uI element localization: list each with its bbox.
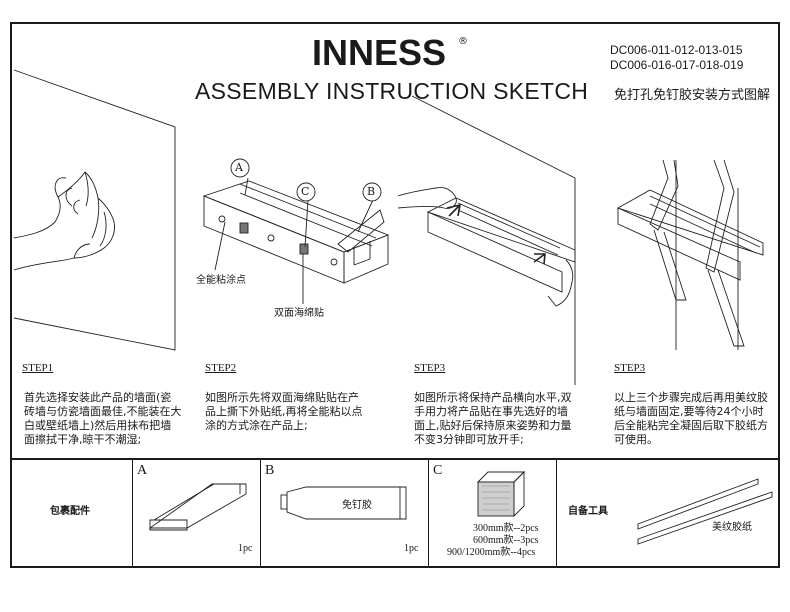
parts-divider-1 <box>132 460 133 566</box>
step2-illustration <box>202 177 390 304</box>
step4-illustration <box>616 159 764 350</box>
part-a-shelf-icon <box>148 483 247 531</box>
tools-label: 自备工具 <box>568 506 608 517</box>
step1-text: 首先选择安装此产品的墙面(瓷砖墙与仿瓷墙面最佳,不能装在大白或壁纸墙上)然后用抹… <box>24 391 182 446</box>
part-c-qty-300: 300mm款--2pcs <box>473 523 539 534</box>
glue-tube-label: 免钉胶 <box>342 500 372 511</box>
tape-item-label: 美纹胶纸 <box>712 522 752 533</box>
callout-c-circle <box>296 182 316 202</box>
callout-c-label: C <box>301 185 310 198</box>
model-codes-line1: DC006-011-012-013-015 <box>610 43 743 57</box>
part-c-letter: C <box>433 463 443 478</box>
step3-label: STEP3 <box>414 362 446 374</box>
step4-text: 以上三个步骤完成后再用美纹胶纸与墙面固定,要等待24个小时后全能粘完全凝固后取下… <box>614 391 768 446</box>
parts-divider-4 <box>556 460 557 566</box>
callout-a-label: A <box>235 161 243 174</box>
part-c-foam-pad-icon <box>476 470 526 518</box>
glue-dots-note: 全能粘涂点 <box>196 275 246 286</box>
part-c-qty-600: 600mm款--3pcs <box>473 535 539 546</box>
step4-label: STEP3 <box>614 362 646 374</box>
step3-text: 如图所示将保持产品横向水平,双手用力将产品贴在事先选好的墙面上,贴好后保持原来姿… <box>414 391 572 446</box>
part-a-qty: 1pc <box>238 543 253 554</box>
brand-logo: INNESS <box>312 32 447 73</box>
step1-label: STEP1 <box>22 362 54 374</box>
parts-divider-2 <box>260 460 261 566</box>
part-a-letter: A <box>137 463 148 478</box>
parts-table-top-border <box>10 458 780 460</box>
part-b-glue-tube-icon <box>280 486 407 520</box>
page-title-cn: 免打孔免钉胶安装方式图解 <box>614 88 771 103</box>
registered-mark: ® <box>458 36 468 47</box>
step2-label: STEP2 <box>205 362 237 374</box>
callout-b-label: B <box>367 185 376 198</box>
parts-label: 包裹配件 <box>50 506 90 517</box>
part-c-qty-900-1200: 900/1200mm款--4pcs <box>447 547 536 558</box>
step3-illustration <box>397 95 576 385</box>
parts-divider-3 <box>428 460 429 566</box>
step1-illustration <box>13 69 176 351</box>
step2-text: 如图所示先将双面海绵贴贴在产品上撕下外贴纸,再将全能粘以点涂的方式涂在产品上; <box>205 391 363 432</box>
callout-b-circle <box>362 182 382 202</box>
foam-tape-note: 双面海绵贴 <box>274 308 324 319</box>
part-b-letter: B <box>265 463 275 478</box>
masking-tape-icon <box>637 478 773 545</box>
model-codes-line2: DC006-016-017-018-019 <box>610 58 744 72</box>
page-title: ASSEMBLY INSTRUCTION SKETCH <box>195 78 589 104</box>
instruction-frame <box>10 22 780 568</box>
callout-a-circle <box>230 158 250 178</box>
part-b-qty: 1pc <box>404 543 419 554</box>
